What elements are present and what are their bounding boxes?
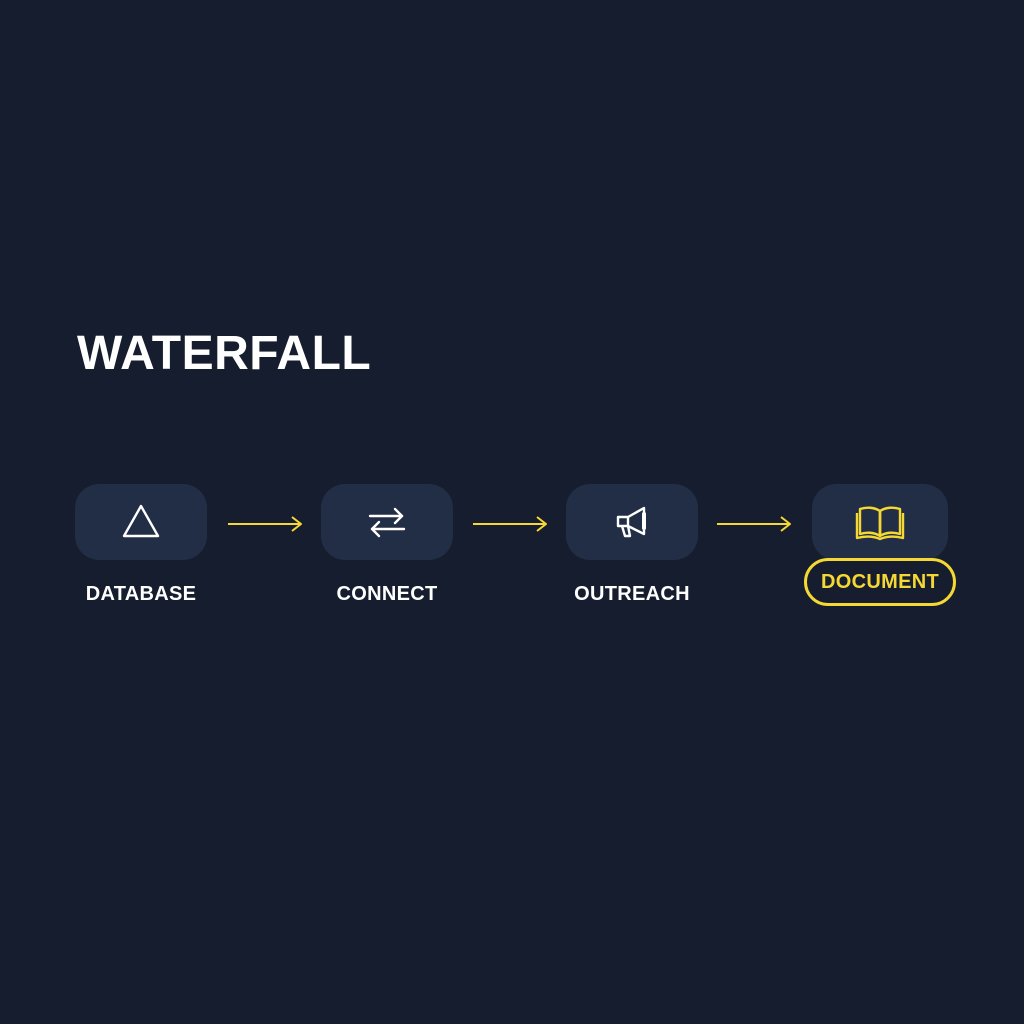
swap-arrows-icon xyxy=(368,507,406,538)
arrow-icon xyxy=(473,516,547,532)
step-outreach-label: OUTREACH xyxy=(574,582,690,605)
step-connect-tile[interactable] xyxy=(321,484,453,560)
open-book-icon xyxy=(855,506,905,541)
step-connect[interactable]: CONNECT xyxy=(317,484,457,612)
step-outreach-tile[interactable] xyxy=(566,484,698,560)
step-document[interactable]: DOCUMENT xyxy=(804,484,956,608)
step-database[interactable]: DATABASE xyxy=(71,484,211,612)
triangle-icon xyxy=(122,504,160,538)
arrow-icon xyxy=(717,516,791,532)
step-document-label: DOCUMENT xyxy=(804,558,956,606)
step-outreach[interactable]: OUTREACH xyxy=(562,484,702,612)
step-connect-label: CONNECT xyxy=(336,582,438,605)
step-database-label: DATABASE xyxy=(85,582,197,605)
step-database-tile[interactable] xyxy=(75,484,207,560)
diagram-title: WATERFALL xyxy=(77,327,372,380)
step-document-tile[interactable] xyxy=(812,484,948,560)
megaphone-icon xyxy=(616,506,646,538)
arrow-icon xyxy=(228,516,302,532)
